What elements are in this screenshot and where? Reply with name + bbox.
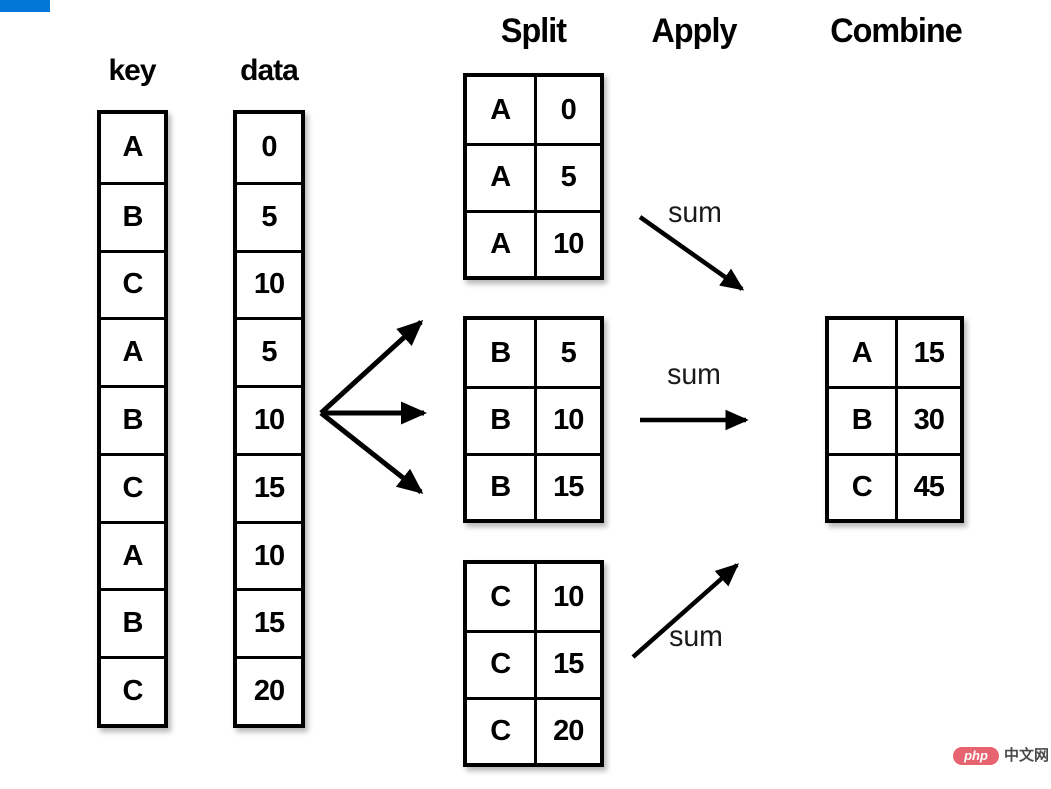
combine-result-table: A 15 B 30 C 45 xyxy=(825,316,964,523)
combine-value-cell: 45 xyxy=(894,452,960,519)
split-group-c-table: C 10 C 15 C 20 xyxy=(463,560,604,767)
group-value-cell: 10 xyxy=(533,564,601,631)
apply-sum-label: sum xyxy=(667,358,721,391)
group-key-cell: B xyxy=(467,452,534,519)
group-key-cell: A xyxy=(490,93,511,126)
data-cell: 10 xyxy=(237,249,301,318)
group-value-cell: 10 xyxy=(533,386,600,453)
group-key-cell: C xyxy=(467,696,534,763)
watermark: php 中文网 xyxy=(953,747,1049,765)
group-key-cell: B xyxy=(490,336,511,369)
data-cell: 5 xyxy=(237,181,301,250)
combine-value-cell: 30 xyxy=(894,386,960,453)
group-key-cell: B xyxy=(467,386,534,452)
combine-key-cell: B xyxy=(829,386,895,452)
group-value-cell: 5 xyxy=(533,143,600,210)
key-cell: A xyxy=(101,317,164,385)
group-value-cell: 10 xyxy=(533,209,600,276)
key-cell: A xyxy=(122,131,144,164)
group-key-cell: A xyxy=(467,143,534,209)
combine-key-cell: C xyxy=(829,452,895,519)
data-cell: 10 xyxy=(237,385,301,453)
data-cell: 0 xyxy=(261,131,277,164)
data-column-label: data xyxy=(240,54,299,87)
group-value-cell: 20 xyxy=(533,696,600,763)
apply-sum-label: sum xyxy=(669,620,723,653)
apply-header: Apply xyxy=(651,12,738,50)
key-cell: B xyxy=(101,588,164,656)
combine-header: Combine xyxy=(830,12,962,50)
group-key-cell: C xyxy=(490,580,511,613)
key-cell: C xyxy=(101,452,164,521)
group-key-cell: C xyxy=(467,630,534,696)
data-cell: 5 xyxy=(237,317,301,385)
data-column-table: 0 5 10 5 10 15 10 15 20 xyxy=(233,110,305,728)
group-key-cell: A xyxy=(467,209,534,276)
combine-value-cell: 15 xyxy=(894,320,961,387)
split-group-a-table: A 0 A 5 A 10 xyxy=(463,73,604,280)
data-cell: 15 xyxy=(237,452,301,521)
key-cell: C xyxy=(101,249,164,318)
split-header: Split xyxy=(500,12,567,50)
key-cell: B xyxy=(101,385,164,453)
group-value-cell: 0 xyxy=(533,77,601,144)
data-cell: 10 xyxy=(237,520,301,589)
key-cell: B xyxy=(101,181,164,250)
watermark-text: 中文网 xyxy=(1004,747,1050,764)
accent-bar xyxy=(0,0,50,12)
split-arrow-up xyxy=(319,319,424,415)
key-column-label: key xyxy=(108,54,156,87)
group-value-cell: 15 xyxy=(533,630,600,697)
key-cell: C xyxy=(101,656,164,724)
group-value-cell: 15 xyxy=(533,452,600,519)
split-group-b-table: B 5 B 10 B 15 xyxy=(463,316,604,523)
combine-key-cell: A xyxy=(851,336,873,369)
data-cell: 15 xyxy=(237,588,301,656)
split-arrow-down xyxy=(319,411,424,494)
php-logo-badge: php xyxy=(953,747,999,765)
key-cell: A xyxy=(101,520,164,589)
apply-sum-label: sum xyxy=(668,196,722,229)
data-cell: 20 xyxy=(237,656,301,724)
group-value-cell: 5 xyxy=(533,320,601,387)
key-column-table: A B C A B C A B C xyxy=(97,110,168,728)
